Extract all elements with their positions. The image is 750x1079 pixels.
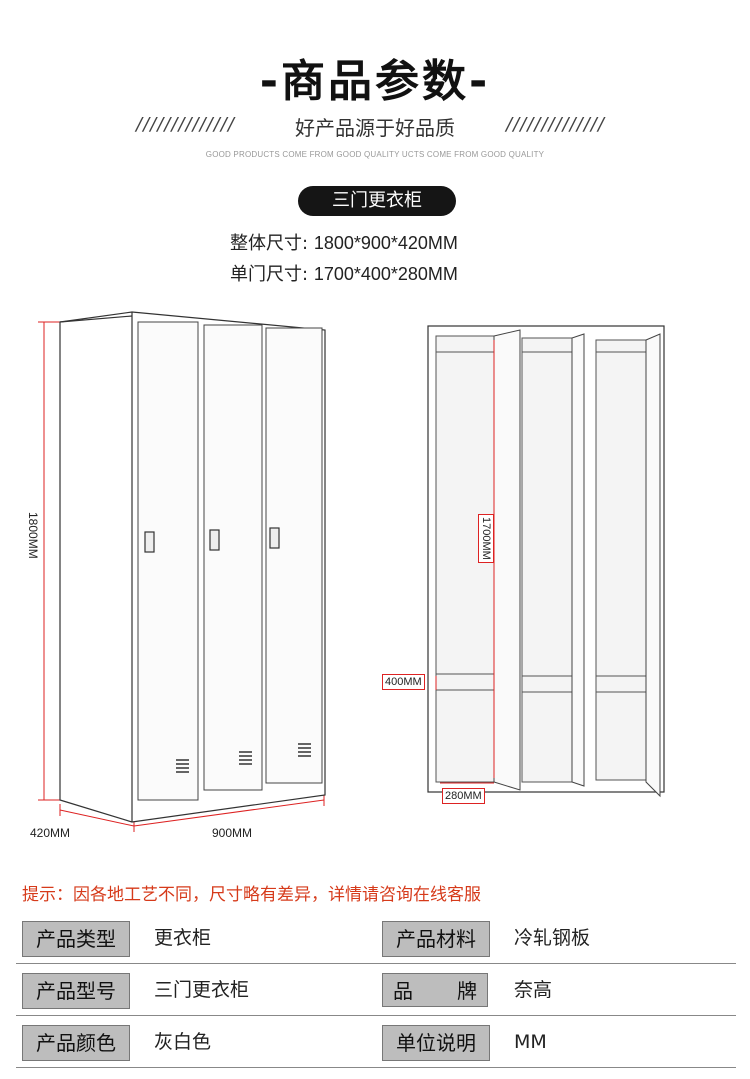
param-value: 冷轧钢板	[514, 927, 591, 949]
shelves	[436, 351, 646, 693]
row-divider	[16, 1015, 736, 1016]
door-size-label: 单门尺寸:	[230, 264, 309, 285]
inner-depth-text: 280MM	[445, 790, 482, 802]
depth-label: 420MM	[30, 826, 71, 840]
compartment-3	[595, 339, 647, 781]
param-value: 更衣柜	[154, 927, 212, 949]
lock-icon	[209, 529, 220, 551]
overall-size: 整体尺寸: 1800*900*420MM	[230, 229, 458, 255]
compartments	[435, 335, 647, 783]
overall-size-label: 整体尺寸:	[230, 233, 309, 254]
closed-cabinet-illustration	[38, 311, 326, 832]
height-dimension-line	[38, 321, 62, 801]
decor-slashes-right: //////////////	[506, 114, 605, 135]
door-vents	[176, 743, 311, 773]
param-value: 灰白色	[154, 1031, 212, 1053]
params-row: 产品类型 更衣柜 产品材料 冷轧钢板	[16, 912, 736, 964]
height-label: 1800MM	[26, 512, 40, 559]
inner-height-text: 1700MM	[480, 517, 492, 560]
lock-icon	[144, 531, 155, 553]
param-value: 奈高	[514, 979, 553, 1001]
lock-icon	[269, 527, 280, 549]
decor-slashes-left: //////////////	[136, 114, 235, 135]
overall-size-value: 1800*900*420MM	[313, 233, 458, 253]
param-label: 品牌	[382, 973, 488, 1007]
param-label: 产品材料	[382, 921, 490, 957]
params-row: 产品颜色 灰白色 单位说明 MM	[16, 1016, 736, 1068]
product-name-pill: 三门更衣柜	[298, 186, 456, 216]
door-handles	[144, 527, 280, 553]
params-row: 产品型号 三门更衣柜 品牌 奈高	[16, 964, 736, 1016]
page-title: -商品参数-	[259, 56, 491, 107]
inner-depth-label: 280MM	[442, 788, 485, 804]
inner-width-text: 400MM	[385, 676, 422, 688]
param-value: 三门更衣柜	[154, 979, 250, 1001]
width-label: 900MM	[212, 826, 253, 840]
door-size-value: 1700*400*280MM	[313, 264, 458, 284]
cabinet-doors	[137, 321, 323, 801]
inner-dimension-lines	[435, 340, 495, 784]
param-label: 产品颜色	[22, 1025, 130, 1061]
door-size: 单门尺寸: 1700*400*280MM	[230, 260, 458, 286]
row-divider	[16, 963, 736, 964]
param-value: MM	[514, 1031, 547, 1053]
param-label: 产品类型	[22, 921, 130, 957]
open-cabinet-illustration	[427, 325, 665, 798]
subtitle-row: ////////////// 好产品源于好品质 //////////////	[0, 112, 750, 142]
subtitle: 好产品源于好品质	[295, 116, 455, 140]
door-2	[203, 324, 263, 791]
row-divider	[16, 1067, 736, 1068]
door-3	[265, 327, 323, 784]
base-dimension-lines	[59, 794, 325, 832]
param-label: 产品型号	[22, 973, 130, 1009]
tagline: GOOD PRODUCTS COME FROM GOOD QUALITY UCT…	[205, 150, 545, 159]
open-doors	[493, 329, 661, 798]
param-label: 单位说明	[382, 1025, 490, 1061]
notice-text: 提示：因各地工艺不同，尺寸略有差异，详情请咨询在线客服	[22, 885, 481, 905]
door-1	[137, 321, 199, 801]
compartment-2	[521, 337, 573, 783]
inner-width-label: 400MM	[382, 674, 425, 690]
inner-height-label: 1700MM	[478, 514, 494, 563]
